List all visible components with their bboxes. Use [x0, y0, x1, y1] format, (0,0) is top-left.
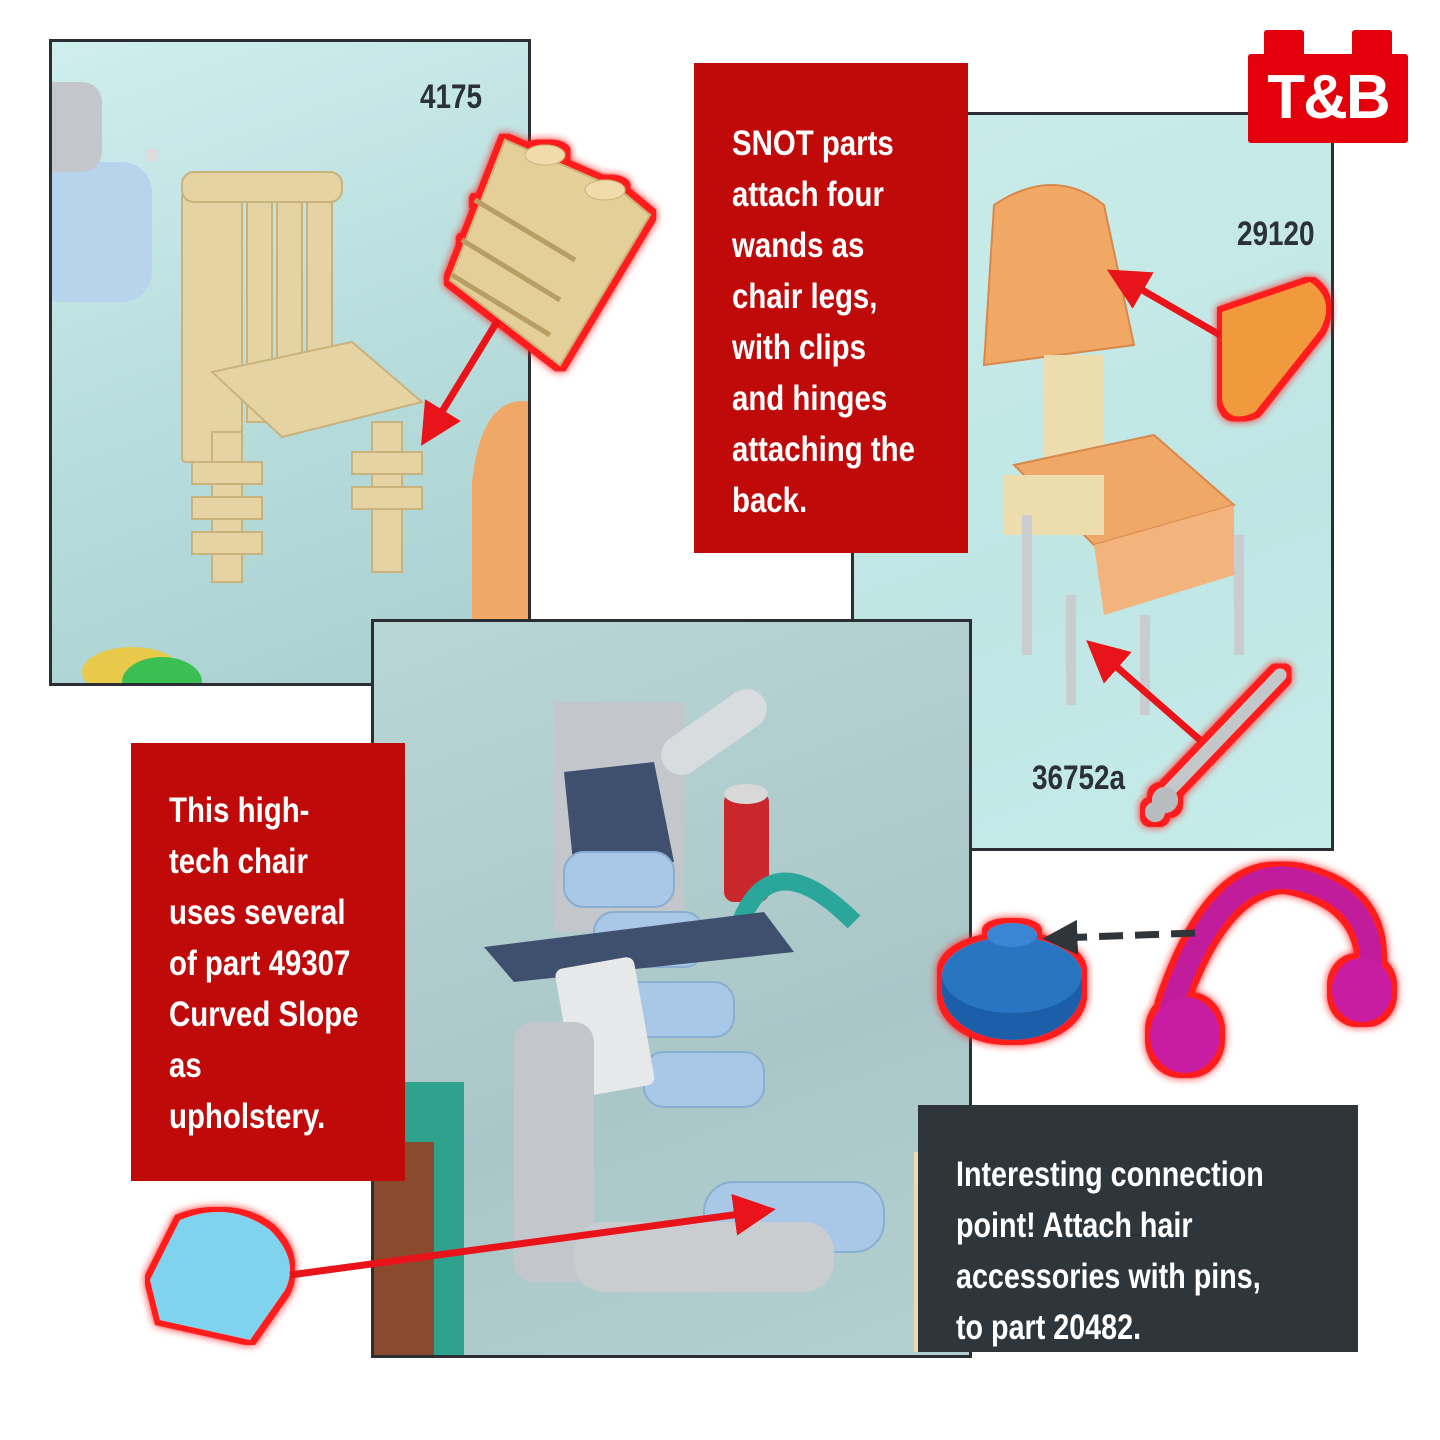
part-number-29120: 29120	[1237, 215, 1315, 253]
hightech-chair-panel	[371, 619, 972, 1358]
logo-brick	[1248, 54, 1408, 143]
hightech-callout: This high- tech chair uses several of pa…	[131, 743, 405, 1181]
dashed-arrow-connection	[1042, 919, 1196, 955]
logo-stud-left	[1264, 30, 1304, 56]
part-number-36752a: 36752a	[1032, 759, 1126, 797]
logo-stud-right	[1352, 30, 1392, 56]
wooden-chair-panel: 4175	[49, 39, 531, 686]
orange-chair-illustration	[982, 184, 1244, 715]
connection-callout: Interesting connection point! Attach hai…	[918, 1105, 1358, 1352]
hightech-chair-illustration	[374, 689, 969, 1355]
part-number-4175: 4175	[420, 78, 483, 116]
hightech-callout-text: This high- tech chair uses several of pa…	[169, 791, 359, 1136]
part-49307-icon	[150, 1212, 290, 1340]
headphones-accessory-icon	[1150, 866, 1392, 1073]
snot-callout: SNOT parts attach four wands as chair le…	[694, 63, 968, 553]
logo-text: T&B	[1267, 63, 1390, 132]
wooden-chair-illustration	[52, 82, 528, 683]
connection-callout-text: Interesting connection point! Attach hai…	[956, 1155, 1264, 1347]
tb-logo: T&B	[1248, 30, 1408, 143]
snot-callout-text: SNOT parts attach four wands as chair le…	[732, 124, 915, 520]
